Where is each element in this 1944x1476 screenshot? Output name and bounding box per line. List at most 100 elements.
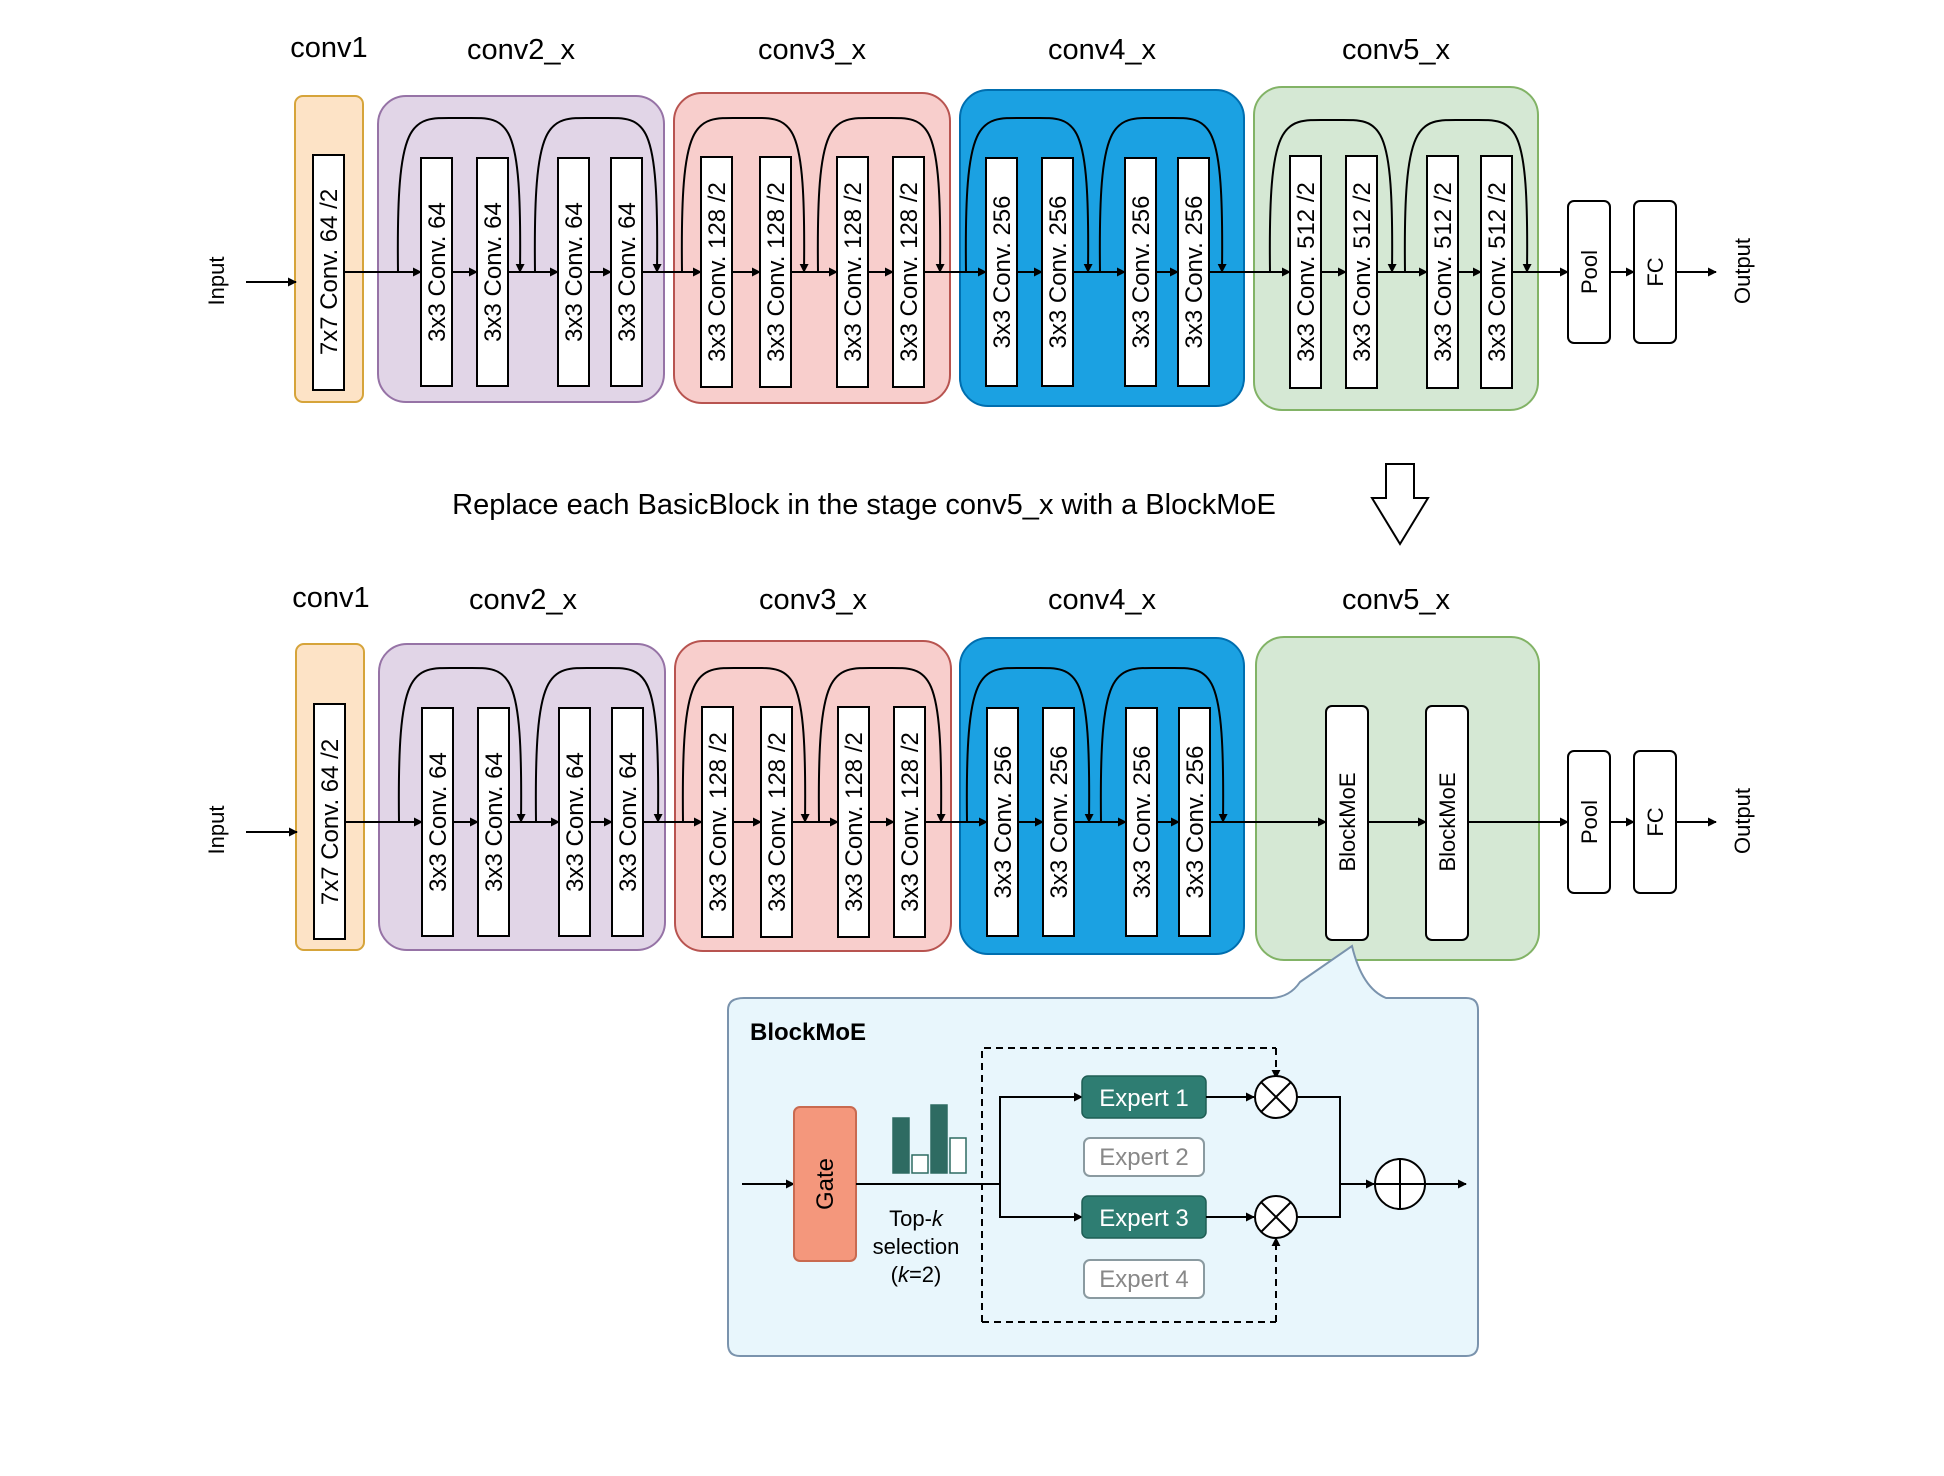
top-conv3-layer-label: 3x3 Conv. 128 /2 [840,182,867,362]
top-conv4-layers: 3x3 Conv. 256 3x3 Conv. 256 3x3 Conv. 25… [985,157,1210,387]
bottom-conv1-layer-label: 7x7 Conv. 64 /2 [317,739,344,905]
bottom-conv4-layer-label: 3x3 Conv. 256 [1182,746,1209,899]
bottom-network: conv1 conv2_x conv3_x conv4_x conv5_x In… [204,582,1755,961]
top-conv3-stage [673,92,951,404]
top-conv2-layer-box [420,157,453,387]
top-skip-arrow [1098,116,1227,273]
top-conv5-stage [1253,86,1539,411]
top-conv2-layer-label: 3x3 Conv. 64 [480,202,507,342]
expert-4-box [1083,1259,1205,1299]
top-conv3-layer-box [892,156,925,388]
bottom-title-conv1: conv1 [292,582,369,614]
bottom-skip-arrow [965,666,1094,823]
top-input-label: Input [204,257,229,306]
expert-2-box [1083,1137,1205,1177]
top-conv2-layer-box [557,157,590,387]
top-title-conv3: conv3_x [758,34,867,66]
top-conv5-layer-label: 3x3 Conv. 512 /2 [1430,182,1457,362]
bottom-conv4-layer-label: 3x3 Conv. 256 [1129,746,1156,899]
route-to-expert-1 [999,1092,1083,1184]
top-conv4-layer-label: 3x3 Conv. 256 [989,196,1016,349]
bottom-skip-arrow [534,666,663,823]
bottom-skip-connections [397,666,1228,823]
route-to-expert-3 [999,1184,1083,1222]
bottom-skip-arrow [397,666,526,823]
bottom-conv3-layer-box [760,706,793,938]
topk-prefix: Top- [889,1206,932,1231]
replace-down-arrow [1370,463,1430,546]
bottom-conv1-layer-box [313,703,346,940]
topk-paren: ( [891,1262,899,1287]
topk-label-line1: Top-k [889,1206,944,1231]
bottom-conv3-layer-label: 3x3 Conv. 128 /2 [841,732,868,912]
top-conv2-layer-label: 3x3 Conv. 64 [614,202,641,342]
replace-caption: Replace each BasicBlock in the stage con… [452,489,1276,521]
top-conv2-layer-label: 3x3 Conv. 64 [561,202,588,342]
top-conv4-layer-label: 3x3 Conv. 256 [1181,196,1208,349]
top-pool-label: Pool [1577,250,1602,294]
expert-3-label: Expert 3 [1099,1205,1188,1232]
gate-score-bars [892,1104,967,1174]
multiply-icon [1254,1075,1298,1119]
bottom-conv4-layer-box [1042,707,1075,937]
topk-k2: k [898,1262,910,1287]
top-conv2-layer-box [476,157,509,387]
bottom-title-conv3: conv3_x [759,584,868,616]
top-title-conv2: conv2_x [467,34,576,66]
bottom-conv3-layer-label: 3x3 Conv. 128 /2 [764,732,791,912]
gate-score-bar [949,1137,967,1174]
top-conv3-layer-label: 3x3 Conv. 128 /2 [896,182,923,362]
top-conv4-layer-box [985,157,1018,387]
multiply-icon [1254,1195,1298,1239]
top-conv5-layer-label: 3x3 Conv. 512 /2 [1349,182,1376,362]
sum-input-path [1297,1096,1341,1218]
bottom-blockmoe-label: BlockMoE [1335,772,1360,871]
top-skip-arrow [1403,118,1532,273]
bottom-conv3-layers: 3x3 Conv. 128 /2 3x3 Conv. 128 /2 3x3 Co… [701,706,926,938]
bottom-conv3-layer-label: 3x3 Conv. 128 /2 [897,732,924,912]
topk-k: k [932,1206,944,1231]
blockmoe-detail-panel: BlockMoE Gate Top-k selection (k=2) Expe… [727,944,1479,1357]
bottom-conv2-layer-label: 3x3 Conv. 64 [562,752,589,892]
bottom-output-label: Output [1730,788,1755,854]
top-conv2-layer-label: 3x3 Conv. 64 [424,202,451,342]
bottom-title-conv5: conv5_x [1342,584,1451,616]
topk-eq: =2) [909,1262,941,1287]
bottom-fc-label: FC [1643,807,1668,836]
top-skip-arrow [533,116,662,273]
bottom-skip-arrow [1099,666,1228,823]
bottom-conv3-stage [674,640,952,952]
bottom-conv2-layer-box [421,707,454,937]
top-conv3-layer-label: 3x3 Conv. 128 /2 [704,182,731,362]
bottom-conv3-layer-box [837,706,870,938]
gating-dashed-route [981,1047,1276,1322]
bottom-conv2-layers: 3x3 Conv. 64 3x3 Conv. 64 3x3 Conv. 64 3… [421,707,644,937]
bottom-flow-arrows [246,817,1717,837]
sum-icon [1374,1158,1426,1210]
top-fc-label: FC [1643,257,1668,286]
blockmoe-detail-title: BlockMoE [750,1019,866,1046]
top-conv4-layer-label: 3x3 Conv. 256 [1045,196,1072,349]
top-skip-connections [396,116,1532,273]
top-conv5-layer-label: 3x3 Conv. 512 /2 [1293,182,1320,362]
bottom-skip-arrow [681,666,810,823]
bottom-conv2-layer-label: 3x3 Conv. 64 [481,752,508,892]
bottom-pool-label: Pool [1577,800,1602,844]
expert-4-label: Expert 4 [1099,1266,1188,1293]
top-flow-arrows [246,267,1717,287]
gate-score-bar [892,1117,910,1174]
bottom-conv4-layer-label: 3x3 Conv. 256 [990,746,1017,899]
bottom-blockmoe-layers: BlockMoE BlockMoE [1325,705,1469,941]
gate-label: Gate [812,1158,839,1210]
top-skip-arrow [816,116,945,273]
bottom-title-conv2: conv2_x [469,584,578,616]
top-conv1-layer-label: 7x7 Conv. 64 /2 [316,189,343,355]
top-title-conv4: conv4_x [1048,34,1157,66]
bottom-conv4-layer-label: 3x3 Conv. 256 [1046,746,1073,899]
expert-1-label: Expert 1 [1099,1085,1188,1112]
top-conv4-layer-box [1124,157,1157,387]
top-conv3-layer-box [836,156,869,388]
top-conv5-layer-label: 3x3 Conv. 512 /2 [1484,182,1511,362]
top-conv4-layer-label: 3x3 Conv. 256 [1128,196,1155,349]
